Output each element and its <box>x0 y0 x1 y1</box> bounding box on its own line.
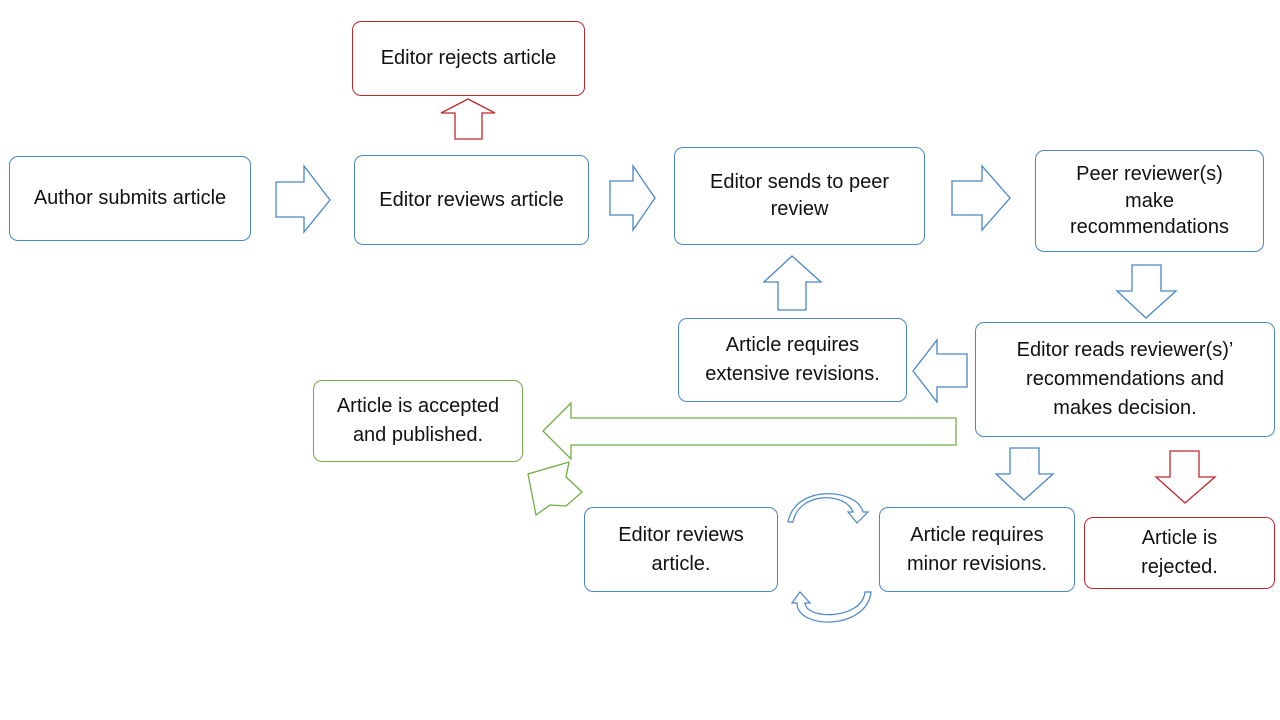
node-accepted-published-label: Article is accepted and published. <box>336 395 500 446</box>
node-editor-reads-recommendations-label: Editor reads reviewer(s)’ recommendation… <box>1016 339 1234 419</box>
arrow-author-to-editor <box>275 164 331 234</box>
arrow-decision-to-rejected <box>1154 450 1217 504</box>
arrow-decision-to-extensive <box>912 338 968 404</box>
node-author-submits-label: Author submits article <box>33 187 227 210</box>
node-editor-reads-recommendations: Editor reads reviewer(s)’ recommendation… <box>975 322 1275 437</box>
node-minor-revisions: Article requires minor revisions. <box>879 507 1075 592</box>
node-extensive-revisions-label: Article requires extensive revisions. <box>705 334 880 385</box>
node-editor-reviews-again: Editor reviews article. <box>584 507 778 592</box>
cycle-arrow-top <box>787 493 870 524</box>
node-peer-reviewers-label: Peer reviewer(s) make recommendations <box>1070 163 1229 239</box>
node-sends-to-peer-review: Editor sends to peer review <box>674 147 925 245</box>
node-accepted-published: Article is accepted and published. <box>313 380 523 462</box>
node-rejected: Article is rejected. <box>1084 517 1275 589</box>
node-editor-reviews-label: Editor reviews article <box>379 188 564 211</box>
node-author-submits: Author submits article <box>9 156 251 241</box>
node-rejected-label: Article is rejected. <box>1141 527 1218 578</box>
arrow-peer-review-to-reviewers <box>951 164 1011 232</box>
node-peer-reviewers: Peer reviewer(s) make recommendations <box>1035 150 1264 252</box>
node-sends-to-peer-review-label: Editor sends to peer review <box>710 171 889 220</box>
node-editor-reviews-again-label: Editor reviews article. <box>618 523 744 575</box>
arrow-decision-to-minor <box>994 447 1055 501</box>
arrow-editor-to-reject <box>440 98 496 140</box>
node-editor-rejects: Editor rejects article <box>352 21 585 96</box>
arrow-reviewers-to-decision <box>1115 264 1178 319</box>
arrow-decision-to-accepted <box>542 401 957 461</box>
node-editor-reviews: Editor reviews article <box>354 155 589 245</box>
arrow-editor-to-peer-review <box>609 163 656 233</box>
arrow-extensive-to-peer-review <box>762 255 823 311</box>
cycle-arrow-bottom <box>790 591 872 623</box>
node-editor-rejects-label: Editor rejects article <box>380 47 557 70</box>
node-minor-revisions-label: Article requires minor revisions. <box>906 523 1048 575</box>
node-extensive-revisions: Article requires extensive revisions. <box>678 318 907 402</box>
arrow-review-to-accepted <box>527 461 583 517</box>
